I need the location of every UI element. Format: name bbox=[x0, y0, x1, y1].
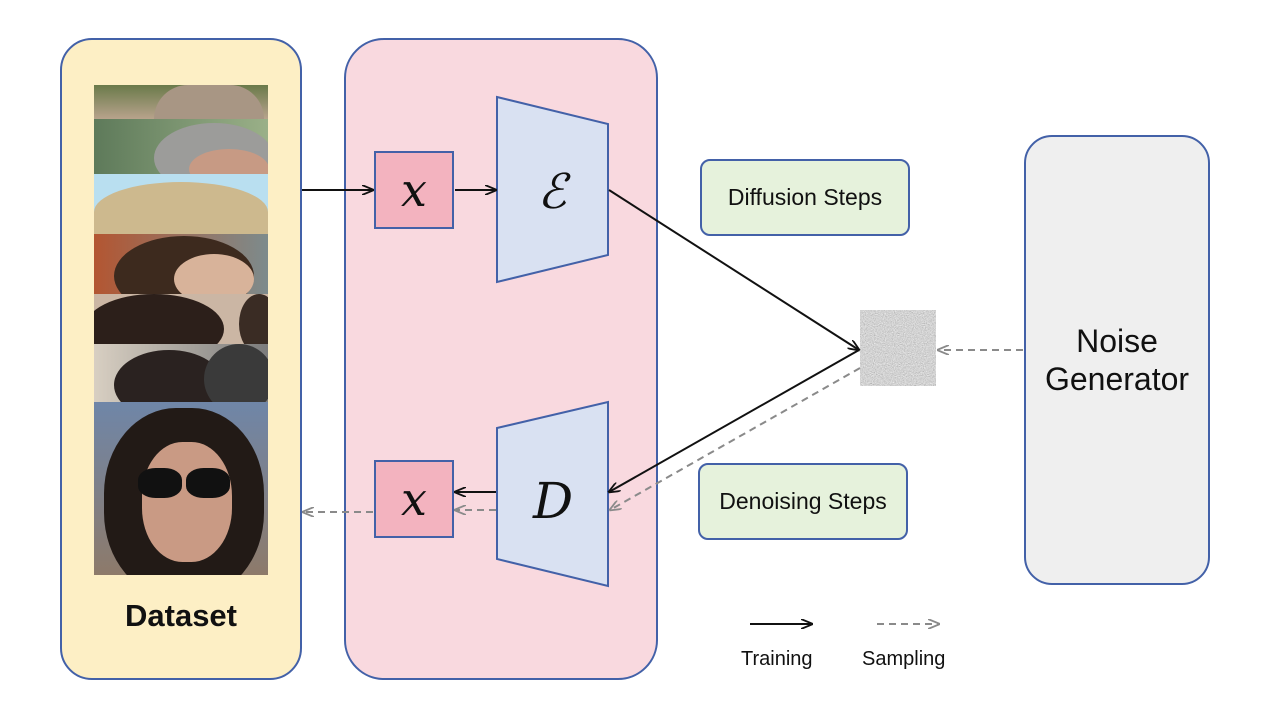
face-image bbox=[94, 85, 268, 119]
face-image bbox=[94, 294, 268, 344]
arrow-encoder-to-noise bbox=[608, 189, 859, 350]
arrow-noise-to-decoder bbox=[609, 349, 860, 492]
noise-latent-image bbox=[860, 310, 936, 386]
denoising-steps-box: Denoising Steps bbox=[698, 463, 908, 540]
input-x-box: x bbox=[374, 151, 454, 229]
output-x-box: x bbox=[374, 460, 454, 538]
face-image bbox=[94, 344, 268, 402]
legend-sampling-label: Sampling bbox=[862, 648, 946, 670]
encoder-trapezoid bbox=[496, 95, 609, 284]
face-image bbox=[94, 402, 268, 575]
face-image bbox=[94, 234, 268, 294]
noise-generator-label: Noise Generator bbox=[1044, 323, 1190, 397]
dataset-label: Dataset bbox=[125, 598, 237, 633]
dataset-images bbox=[94, 85, 268, 575]
arrow-noise-to-decoder-sampling bbox=[610, 367, 861, 510]
noise-generator-panel: Noise Generator bbox=[1024, 135, 1210, 585]
decoder-trapezoid bbox=[496, 400, 609, 588]
decoder-symbol: D bbox=[532, 472, 573, 530]
face-image bbox=[94, 174, 268, 234]
face-image bbox=[94, 119, 268, 174]
encoder-symbol: ℰ bbox=[537, 164, 571, 220]
legend-training-label: Training bbox=[741, 648, 813, 670]
diffusion-steps-box: Diffusion Steps bbox=[700, 159, 910, 236]
